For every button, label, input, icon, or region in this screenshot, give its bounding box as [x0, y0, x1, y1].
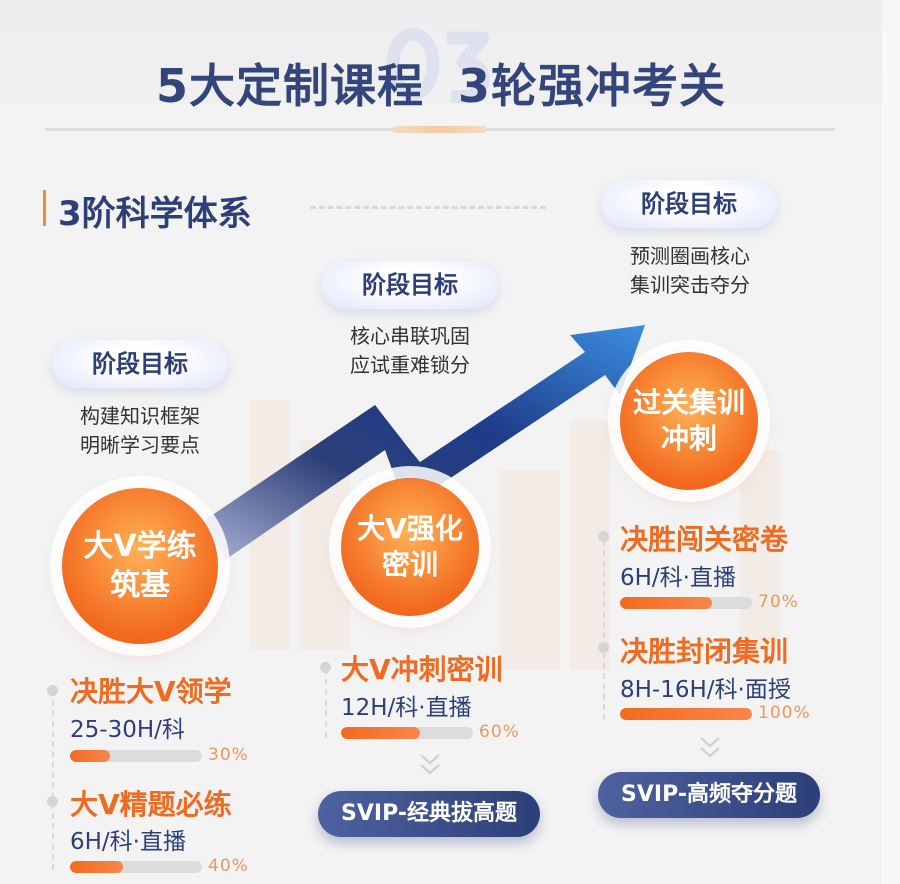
timeline-dot [598, 531, 609, 542]
course-title: 大V冲刺密训 [341, 653, 503, 686]
circle-line: 过关集训 [632, 385, 745, 419]
stage1-circle: 大V学练筑基 [62, 488, 218, 644]
title-divider-accent [393, 126, 486, 133]
stage3-goal-pill: 阶段目标 [601, 180, 777, 228]
course-title: 决胜闯关密卷 [620, 523, 789, 556]
page-title: 5大定制课程 3轮强冲考关 [155, 59, 727, 113]
stage2-circle: 大V强化密训 [341, 478, 479, 616]
goal-line: 核心串联巩固 [350, 324, 470, 348]
goal-line: 预测圈画核心 [630, 244, 750, 268]
goal-line: 构建知识框架 [80, 404, 200, 428]
right-margin [882, 0, 900, 884]
timeline-dot [598, 642, 609, 653]
stage2-goal-pill: 阶段目标 [322, 261, 498, 309]
stage1-goal-pill: 阶段目标 [52, 340, 228, 388]
bg-building [500, 470, 560, 670]
progress-percent: 70% [758, 592, 799, 612]
stage2-goal-desc: 核心串联巩固 应试重难锁分 [310, 322, 510, 380]
circle-line: 大V强化 [357, 511, 463, 545]
progress-percent: 40% [208, 856, 249, 876]
goal-line: 应试重难锁分 [350, 353, 470, 377]
course-detail: 12H/科·直播 [341, 695, 472, 721]
stage3-goal-desc: 预测圈画核心 集训突击夺分 [590, 242, 790, 300]
progress-fill [341, 727, 421, 739]
circle-line: 大V学练 [83, 529, 197, 564]
progress-bar [620, 597, 752, 609]
course-title: 决胜封闭集训 [620, 635, 789, 668]
svip-button[interactable]: SVIP-经典拔高题 [318, 791, 540, 837]
progress-percent: 30% [208, 745, 249, 765]
progress-fill [70, 861, 123, 873]
progress-bar [70, 750, 202, 762]
chevron-down-icon [420, 754, 440, 775]
progress-bar [341, 727, 473, 739]
course-detail: 25-30H/科 [70, 717, 185, 743]
header-band [0, 0, 882, 104]
section-dashed-line [310, 206, 546, 209]
timeline-line [52, 690, 54, 870]
timeline-dot [320, 662, 331, 673]
course-title: 大V精题必练 [70, 788, 232, 821]
goal-line: 明晰学习要点 [80, 433, 200, 457]
progress-bar [70, 861, 202, 873]
timeline-line [603, 540, 605, 720]
progress-percent: 60% [479, 722, 520, 742]
timeline-dot [47, 796, 58, 807]
progress-fill [620, 708, 752, 720]
bg-building [740, 450, 780, 650]
course-title: 决胜大V领学 [70, 675, 232, 708]
timeline-dot [47, 685, 58, 696]
course-detail: 6H/科·直播 [620, 565, 736, 591]
section-title: 3阶科学体系 [58, 194, 252, 234]
stage1-goal-desc: 构建知识框架 明晰学习要点 [40, 402, 240, 460]
section-accent-bar [43, 190, 46, 226]
goal-line: 集训突击夺分 [630, 273, 750, 297]
circle-line: 筑基 [110, 568, 170, 603]
svip-button[interactable]: SVIP-高频夺分题 [598, 772, 820, 818]
progress-bar [620, 708, 752, 720]
course-detail: 8H-16H/科·面授 [620, 677, 791, 703]
circle-line: 冲刺 [660, 422, 717, 455]
stage3-circle: 过关集训冲刺 [620, 352, 758, 490]
course-detail: 6H/科·直播 [70, 829, 186, 855]
progress-percent: 100% [758, 703, 811, 723]
timeline-line [325, 668, 327, 738]
watermark-number-graphic [386, 27, 490, 104]
circle-line: 密训 [381, 548, 438, 581]
progress-fill [620, 597, 713, 609]
progress-fill [70, 750, 110, 762]
chevron-down-icon [700, 737, 720, 758]
